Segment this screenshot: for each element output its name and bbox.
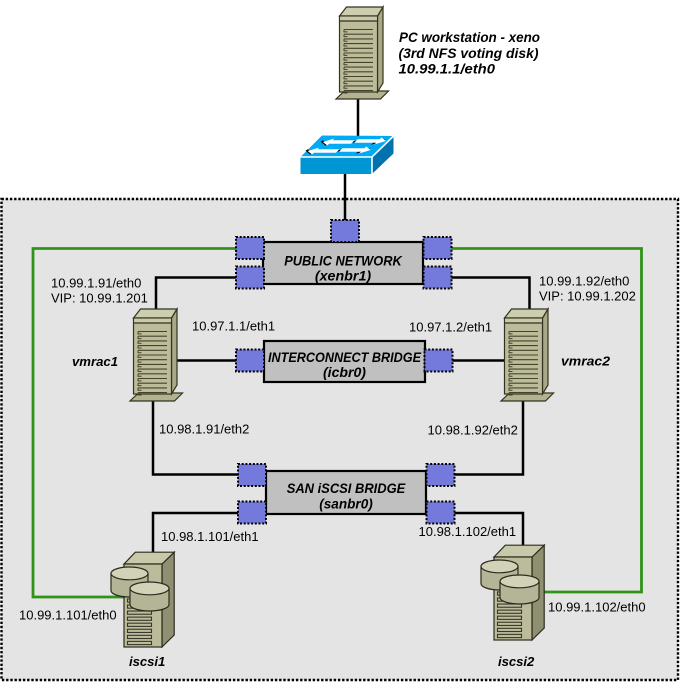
svg-text:10.99.1.1/eth0: 10.99.1.1/eth0 (399, 61, 496, 77)
svg-text:10.99.1.101/eth0: 10.99.1.101/eth0 (19, 608, 117, 623)
svg-text:VIP: 10.99.1.201: VIP: 10.99.1.201 (51, 290, 148, 305)
svg-text:(xenbr1): (xenbr1) (315, 268, 372, 284)
svg-text:10.98.1.101/eth1: 10.98.1.101/eth1 (161, 529, 259, 544)
svg-text:(sanbr0): (sanbr0) (319, 496, 373, 512)
svg-text:10.99.1.91/eth0: 10.99.1.91/eth0 (51, 276, 141, 291)
svg-text:vmrac1: vmrac1 (72, 354, 118, 369)
svg-text:10.99.1.102/eth0: 10.99.1.102/eth0 (548, 600, 646, 615)
svg-text:VIP: 10.99.1.202: VIP: 10.99.1.202 (539, 289, 636, 304)
svg-text:iscsi1: iscsi1 (129, 654, 165, 669)
svg-text:(icbr0): (icbr0) (323, 364, 366, 380)
svg-text:vmrac2: vmrac2 (561, 354, 611, 369)
svg-text:iscsi2: iscsi2 (498, 654, 535, 669)
svg-text:10.99.1.92/eth0: 10.99.1.92/eth0 (539, 274, 629, 289)
svg-text:10.98.1.102/eth1: 10.98.1.102/eth1 (419, 524, 517, 539)
svg-text:INTERCONNECT BRIDGE: INTERCONNECT BRIDGE (268, 349, 422, 365)
svg-text:10.97.1.2/eth1: 10.97.1.2/eth1 (409, 320, 492, 335)
svg-text:PC workstation - xeno: PC workstation - xeno (399, 29, 540, 45)
svg-text:10.98.1.92/eth2: 10.98.1.92/eth2 (428, 423, 518, 438)
svg-text:(3rd NFS voting disk): (3rd NFS voting disk) (399, 45, 539, 61)
svg-text:SAN iSCSI BRIDGE: SAN iSCSI BRIDGE (287, 480, 406, 496)
svg-text:PUBLIC NETWORK: PUBLIC NETWORK (284, 253, 402, 269)
svg-text:10.98.1.91/eth2: 10.98.1.91/eth2 (159, 422, 249, 437)
svg-text:10.97.1.1/eth1: 10.97.1.1/eth1 (192, 319, 275, 334)
